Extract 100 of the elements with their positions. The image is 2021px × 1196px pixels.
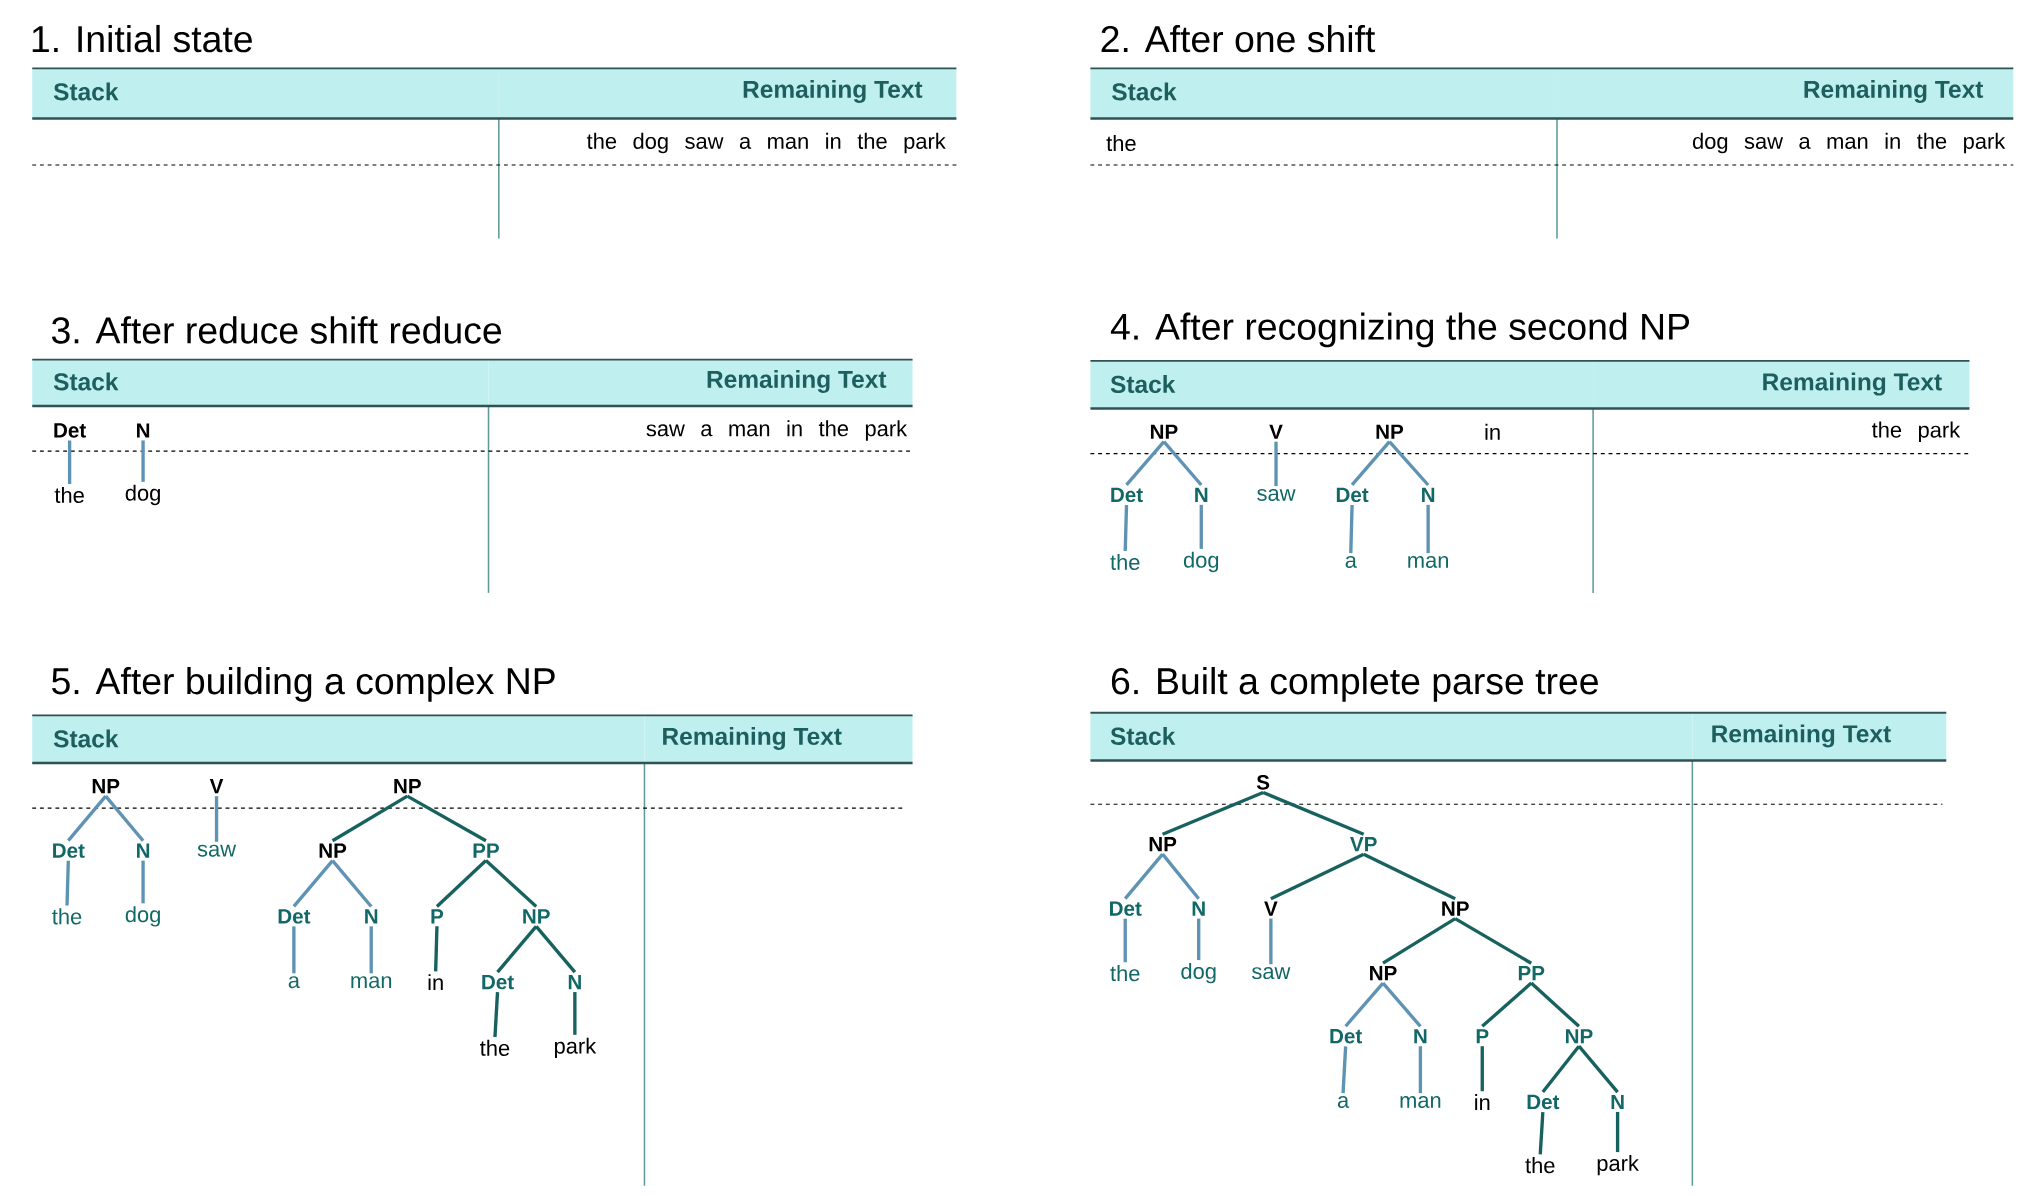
word-label: saw [1252, 967, 1291, 980]
category-label: V [1269, 424, 1283, 439]
panel-title: 4. After recognizing the second NP [1110, 312, 1689, 348]
category-label: V [1264, 901, 1278, 916]
header-cell: Remaining Text [488, 359, 913, 406]
tree-branch [1382, 917, 1457, 965]
header-cell: Remaining Text [1692, 712, 1947, 761]
panel-title: 6. Built a complete parse tree [1111, 666, 1598, 702]
category-label: NP [1150, 424, 1178, 439]
remaining-text: saw a man in the park [646, 420, 908, 441]
category-label: NP [523, 909, 550, 924]
tree-branch [331, 859, 373, 908]
word-label: man [1400, 1095, 1441, 1108]
header-cell: Remaining Text [1557, 68, 2014, 119]
word-label: a [288, 976, 300, 989]
tree-branch [1162, 440, 1203, 487]
remaining-text: dog saw a man in the park [1692, 132, 2006, 154]
tree-branch [1362, 852, 1456, 901]
tree-branch [1615, 1111, 1620, 1153]
category-label: Det [1110, 901, 1142, 916]
word-label: park [1597, 1154, 1639, 1176]
word-label: the [52, 908, 82, 925]
panel-title: 2. After one shift [1101, 24, 1376, 53]
tree-branch [1577, 1045, 1619, 1094]
tree-branch [573, 992, 577, 1035]
remaining-text: the dog saw a man in the park [586, 132, 946, 154]
panel-title: 1. Initial state [32, 24, 252, 53]
word-label: in [428, 974, 443, 991]
tree-branch [1538, 1111, 1545, 1155]
category-label: NP [1442, 901, 1469, 916]
category-label: N [365, 909, 378, 924]
word-label: dog [125, 484, 160, 506]
tree-branch [67, 440, 72, 484]
tree-branch [1269, 918, 1273, 965]
tree-branch [1197, 918, 1201, 960]
word-label: dog [1181, 962, 1216, 984]
category-label: NP [1566, 1029, 1593, 1044]
header-cell: Remaining Text [644, 715, 913, 763]
word-label: the [54, 486, 84, 503]
tree-branch [496, 925, 538, 974]
tree-branch [65, 860, 70, 906]
tree-branch [1541, 1045, 1581, 1093]
category-label: P [431, 909, 444, 924]
category-label: VP [1350, 837, 1377, 852]
category-label: Det [1336, 487, 1369, 503]
category-label: Det [53, 843, 85, 858]
word-label: a [1337, 1095, 1350, 1108]
category-label: S [1256, 775, 1270, 790]
tree-branch [141, 440, 145, 482]
word-label: park [554, 1037, 597, 1059]
tree-branch [1480, 1046, 1484, 1092]
category-label: N [1195, 487, 1208, 502]
word-label: in [1475, 1094, 1490, 1110]
tree-branch [1274, 441, 1278, 487]
tree-branch [1381, 981, 1422, 1028]
header-cell: Remaining Text [498, 68, 957, 119]
category-label: N [1192, 901, 1205, 916]
stack-word: in [1485, 423, 1500, 440]
tree-branch [292, 926, 296, 974]
tree-branch [1341, 1046, 1348, 1094]
category-label: NP [1376, 424, 1404, 439]
tree-branch [1388, 440, 1430, 487]
category-label: Det [54, 423, 86, 438]
category-label: Det [1527, 1094, 1560, 1110]
word-label: saw [1257, 488, 1296, 501]
tree-branch [484, 859, 538, 908]
tree-branch [1199, 504, 1203, 549]
category-label: NP [319, 843, 347, 858]
category-label: Det [278, 909, 311, 924]
remaining-text: the park [1871, 421, 1961, 442]
tree-branch [104, 795, 145, 842]
category-label: N [1414, 1029, 1427, 1044]
tree-branch [1349, 504, 1354, 554]
tree-branch [369, 926, 373, 974]
category-label: N [1422, 487, 1435, 502]
word-label: saw [197, 844, 237, 857]
tree-branch [493, 992, 500, 1038]
stack-word: the [1106, 134, 1136, 152]
header-cell: Remaining Text [1593, 360, 1970, 409]
tree-branch [1454, 917, 1533, 965]
word-label: the [1525, 1157, 1555, 1174]
category-label: N [1611, 1094, 1624, 1110]
category-label: N [137, 843, 150, 858]
category-label: Det [482, 974, 514, 990]
tree-branch [1123, 918, 1127, 963]
tree-branch [406, 794, 487, 843]
tree-branch [1350, 440, 1391, 486]
category-label: P [1476, 1029, 1489, 1044]
header-cell: Stack [1090, 360, 1594, 409]
word-label: the [1110, 553, 1140, 570]
header-cell: Stack [1090, 68, 1557, 119]
category-label: N [137, 423, 150, 438]
tree-branch [1270, 852, 1365, 901]
tree-branch [1418, 1046, 1423, 1094]
category-label: NP [394, 779, 421, 794]
tree-branch [292, 859, 334, 908]
tree-branch [1125, 440, 1166, 486]
tree-branch [214, 796, 219, 842]
tree-branch [1123, 504, 1129, 552]
word-label: a [1345, 555, 1357, 568]
